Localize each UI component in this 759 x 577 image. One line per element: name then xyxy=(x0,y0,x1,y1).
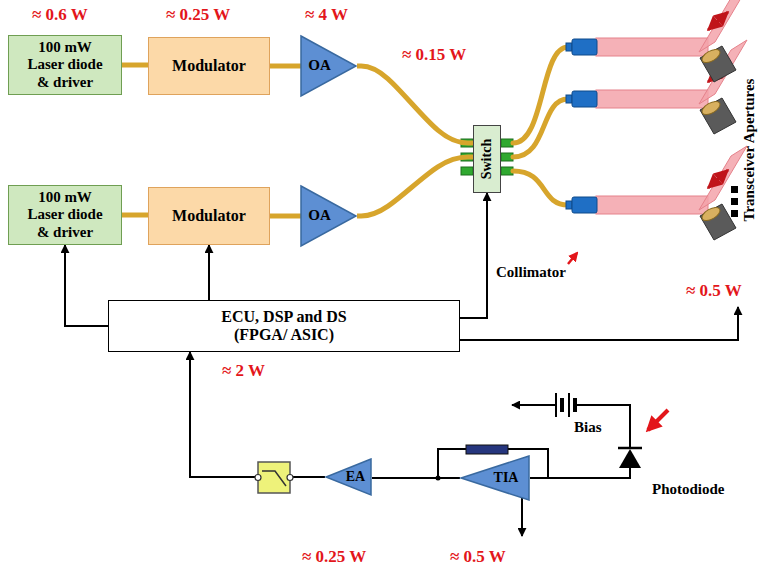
bias-battery xyxy=(556,393,575,417)
node-text-holder: 100 mW Laser diode & driver xyxy=(9,36,121,94)
node-text-holder: ECU, DSP and DS (FPGA/ ASIC) xyxy=(109,301,459,351)
signal-line xyxy=(460,193,487,318)
signal-line xyxy=(372,477,460,479)
power-value: ≈ 0.6 W xyxy=(32,6,88,25)
power-value: ≈ 0.25 W xyxy=(302,548,366,567)
power-value: ≈ 2 W xyxy=(222,362,265,381)
optical-fiber xyxy=(122,63,148,68)
optical-fiber xyxy=(122,213,148,218)
node-label: ECU, DSP and DS (FPGA/ ASIC) xyxy=(209,308,359,345)
triangle-shape xyxy=(461,456,529,500)
output-fibers xyxy=(513,47,568,205)
filter-box xyxy=(258,462,290,493)
triangle-shape xyxy=(301,186,356,246)
power-value: ≈ 0.5 W xyxy=(686,282,742,301)
filter-port xyxy=(255,475,261,481)
node-label: OA xyxy=(308,57,331,74)
incident-light-arrow xyxy=(648,410,668,430)
aperture-caption: Transceiver Apertures xyxy=(741,79,758,222)
collimators xyxy=(566,39,597,213)
laser-box: 100 mW Laser diode & driver xyxy=(8,35,122,95)
node-label: TIA xyxy=(494,470,519,486)
modulator-box: Modulator xyxy=(148,37,270,95)
laser-box: 100 mW Laser diode & driver xyxy=(8,185,122,245)
optical-fiber xyxy=(270,214,302,219)
node-text-holder: EA xyxy=(325,458,372,496)
feedback-resistor xyxy=(466,445,508,454)
switch-box: Switch xyxy=(473,125,501,193)
laser-beams xyxy=(596,0,747,214)
node-text-holder: 100 mW Laser diode & driver xyxy=(9,186,121,244)
node-label: 100 mW Laser diode & driver xyxy=(20,39,110,91)
optical-fiber xyxy=(270,64,302,69)
node-text-holder: Modulator xyxy=(149,188,269,244)
node-label: OA xyxy=(308,207,331,224)
aperture-control-line xyxy=(460,307,738,340)
node-text-holder: TIA xyxy=(460,455,530,501)
amplifier-triangle: TIA xyxy=(460,455,530,501)
optical-fiber xyxy=(357,157,473,216)
photodiode-symbol xyxy=(618,448,642,468)
receiver-circuit xyxy=(438,405,630,536)
triangle-shape xyxy=(326,459,371,495)
node-label: Modulator xyxy=(172,207,246,225)
power-value: ≈ 4 W xyxy=(305,6,348,25)
signal-line xyxy=(190,352,325,477)
node-label: EA xyxy=(346,469,365,485)
node-text-holder: Modulator xyxy=(149,38,269,94)
node-label: Switch xyxy=(479,139,495,179)
part-name: Photodiode xyxy=(652,481,725,498)
part-name: Collimator xyxy=(496,264,566,281)
mirror-apertures xyxy=(700,46,736,240)
triangle-shape xyxy=(301,36,356,96)
ellipsis-dots xyxy=(731,186,738,217)
part-name: Bias xyxy=(574,419,602,436)
optical-fiber xyxy=(357,66,473,143)
filter-symbol xyxy=(262,471,286,486)
node-label: 100 mW Laser diode & driver xyxy=(20,189,110,241)
node-text-holder: OA xyxy=(300,35,357,97)
amplifier-triangle: OA xyxy=(300,185,357,247)
power-value: ≈ 0.15 W xyxy=(402,46,466,65)
power-value: ≈ 0.25 W xyxy=(166,6,230,25)
collimator-leader xyxy=(568,253,577,264)
modulator-box: Modulator xyxy=(148,187,270,245)
signal-line xyxy=(208,245,210,300)
node-text-holder: Switch xyxy=(474,126,500,192)
lowpass-filter xyxy=(255,462,293,493)
node-text-holder: OA xyxy=(300,185,357,247)
amplifier-triangle: OA xyxy=(300,35,357,97)
controller-box: ECU, DSP and DS (FPGA/ ASIC) xyxy=(108,300,460,352)
node-label: Modulator xyxy=(172,57,246,75)
filter-port xyxy=(287,475,293,481)
amplifier-triangle: EA xyxy=(325,458,372,496)
power-value: ≈ 0.5 W xyxy=(450,548,506,567)
signal-line xyxy=(65,245,108,326)
